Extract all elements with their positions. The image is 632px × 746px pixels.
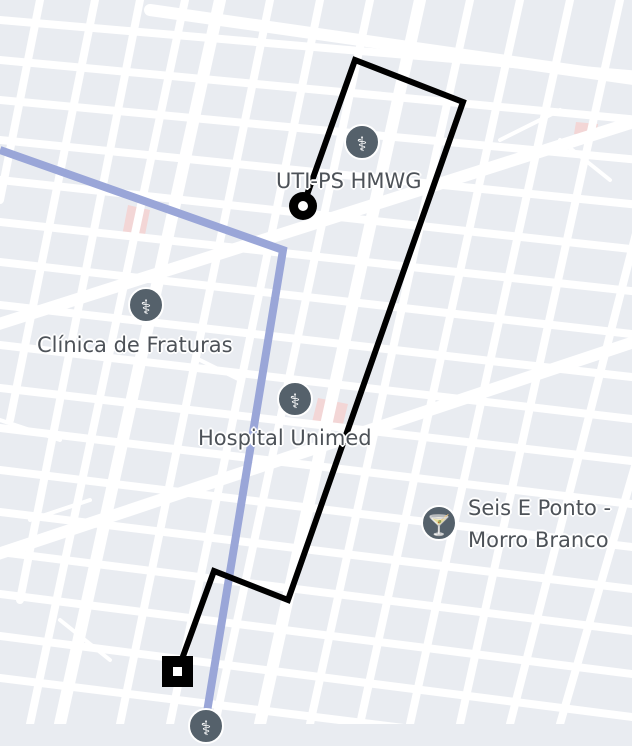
route-line bbox=[175, 56, 467, 672]
transit-line bbox=[0, 146, 288, 724]
road-network bbox=[0, 0, 632, 724]
medical-icon[interactable]: ⚕ bbox=[128, 287, 164, 323]
poi-label-seis-e-ponto-line2[interactable]: Morro Branco bbox=[468, 528, 609, 552]
medical-icon[interactable]: ⚕ bbox=[188, 708, 224, 744]
destination-marker[interactable] bbox=[162, 656, 193, 687]
origin-marker[interactable] bbox=[289, 192, 317, 220]
cocktail-bar-icon[interactable]: 🍸 bbox=[421, 505, 457, 541]
medical-icon[interactable]: ⚕ bbox=[344, 124, 380, 160]
poi-label-hospital-unimed[interactable]: Hospital Unimed bbox=[198, 426, 372, 450]
medical-icon[interactable]: ⚕ bbox=[277, 381, 313, 417]
poi-label-uti-ps-hmwg[interactable]: UTI-PS HMWG bbox=[276, 169, 422, 193]
poi-label-clinica-de-fraturas[interactable]: Clínica de Fraturas bbox=[37, 333, 233, 357]
poi-label-seis-e-ponto-line1[interactable]: Seis E Ponto - bbox=[468, 496, 612, 520]
map-canvas[interactable] bbox=[0, 0, 632, 724]
